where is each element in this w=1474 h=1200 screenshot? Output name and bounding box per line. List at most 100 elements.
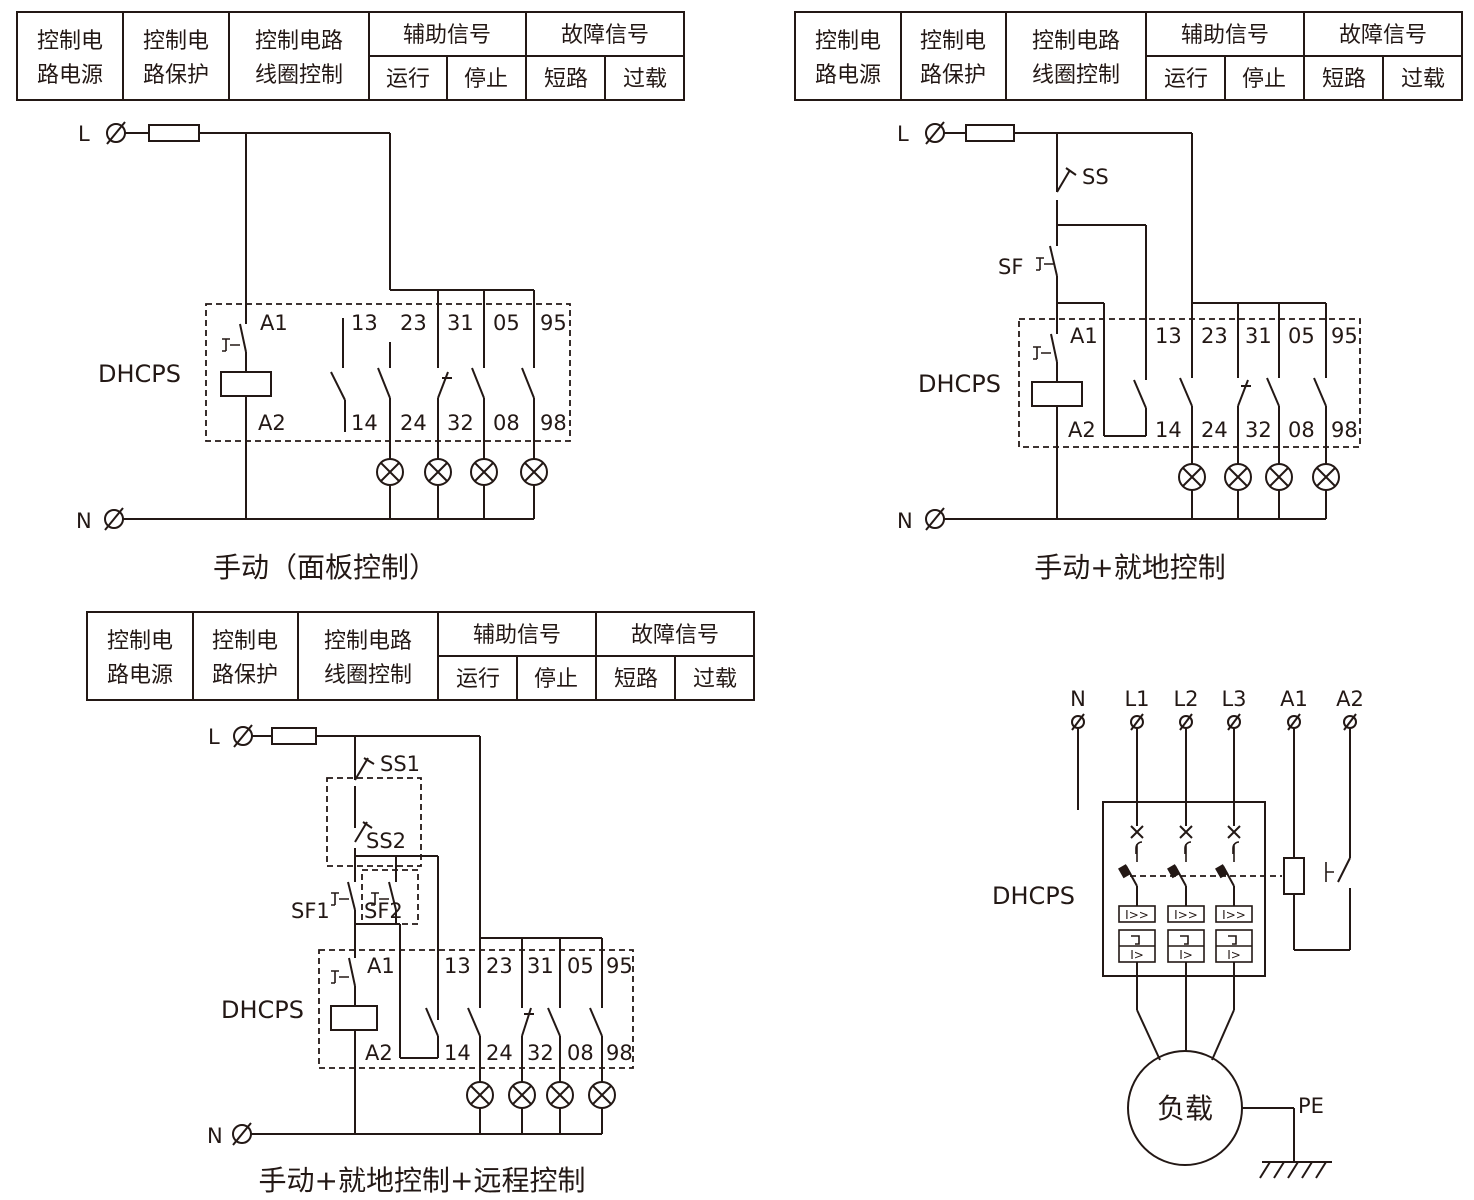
indicator-lamps bbox=[376, 458, 548, 519]
terminal-L3: L3 bbox=[1221, 687, 1246, 711]
manual-button-icon bbox=[222, 338, 240, 352]
header-col2-line2: 路保护 bbox=[920, 63, 986, 88]
header-overload: 过载 bbox=[693, 667, 737, 692]
terminal-A2: A2 bbox=[365, 1041, 393, 1065]
indicator-lamps bbox=[466, 1081, 616, 1134]
header-col3-line2: 线圈控制 bbox=[1032, 63, 1120, 88]
start-button-icon bbox=[1036, 257, 1054, 271]
terminal-N: N bbox=[76, 509, 92, 533]
terminal-N: N bbox=[207, 1124, 223, 1148]
terminal-05: 05 bbox=[493, 311, 520, 335]
diagram-manual-panel: 控制电 路电源 控制电 路保护 控制电路 线圈控制 辅助信号 故障信号 运行 停… bbox=[16, 11, 685, 584]
header-stop: 停止 bbox=[464, 67, 508, 92]
header-col1-line1: 控制电 bbox=[37, 29, 103, 54]
header-aux: 辅助信号 bbox=[403, 23, 491, 48]
header-col3-line1: 控制电路 bbox=[255, 29, 343, 54]
header-overload: 过载 bbox=[623, 67, 667, 92]
device-label: DHCPS bbox=[992, 882, 1075, 910]
switch-SS: SS bbox=[1082, 165, 1109, 189]
svg-text:I>: I> bbox=[1179, 948, 1193, 962]
terminal-13: 13 bbox=[444, 954, 471, 978]
diagram-main-circuit: N L1 L2 L3 A1 A2 DHCPS bbox=[992, 687, 1364, 1179]
terminal-23: 23 bbox=[1201, 324, 1228, 348]
header-stop: 停止 bbox=[1242, 67, 1286, 92]
switch-SF: SF bbox=[998, 255, 1023, 279]
terminal-98: 98 bbox=[606, 1041, 633, 1065]
header-short: 短路 bbox=[544, 67, 588, 92]
switch-SF1: SF1 bbox=[291, 899, 330, 923]
header-stop: 停止 bbox=[534, 667, 578, 692]
terminal-32: 32 bbox=[527, 1041, 554, 1065]
terminal-95: 95 bbox=[1331, 324, 1358, 348]
coil-icon bbox=[220, 371, 272, 397]
terminal-13: 13 bbox=[351, 311, 378, 335]
main-contacts bbox=[1118, 825, 1282, 906]
svg-text:I>>: I>> bbox=[1125, 908, 1149, 922]
terminal-31: 31 bbox=[447, 311, 474, 335]
device-label: DHCPS bbox=[918, 370, 1001, 398]
remote-box bbox=[326, 777, 422, 867]
header-fault: 故障信号 bbox=[1339, 23, 1427, 48]
header-aux: 辅助信号 bbox=[1181, 23, 1269, 48]
header-col1-line2: 路电源 bbox=[815, 63, 881, 88]
terminal-A2: A2 bbox=[1068, 418, 1096, 442]
svg-text:I>: I> bbox=[1130, 948, 1144, 962]
device-box bbox=[1102, 801, 1266, 977]
fuse-icon bbox=[965, 124, 1015, 142]
terminal-icons bbox=[1071, 713, 1357, 731]
terminal-24: 24 bbox=[400, 411, 427, 435]
header-run: 运行 bbox=[1164, 67, 1208, 92]
terminal-32: 32 bbox=[447, 411, 474, 435]
coil-icon bbox=[1283, 857, 1305, 895]
terminal-14: 14 bbox=[351, 411, 378, 435]
diagram-manual-local-remote: 控制电 路电源 控制电 路保护 控制电路 线圈控制 辅助信号 故障信号 运行 停… bbox=[86, 611, 755, 1197]
header-short: 短路 bbox=[1322, 67, 1366, 92]
caption-manual-panel: 手动（面板控制） bbox=[213, 551, 437, 584]
aux-contact-icon bbox=[1325, 862, 1334, 882]
switch-SS1: SS1 bbox=[380, 752, 420, 776]
diagram-manual-local: 控制电 路电源 控制电 路保护 控制电路 线圈控制 辅助信号 故障信号 运行 停… bbox=[794, 11, 1463, 584]
header-col3-line2: 线圈控制 bbox=[255, 63, 343, 88]
coil-icon bbox=[1031, 381, 1083, 407]
terminal-14: 14 bbox=[444, 1041, 471, 1065]
terminal-95: 95 bbox=[540, 311, 567, 335]
terminal-24: 24 bbox=[1201, 418, 1228, 442]
caption-manual-local-remote: 手动+就地控制+远程控制 bbox=[259, 1164, 586, 1197]
terminal-23: 23 bbox=[486, 954, 513, 978]
start-button-icon bbox=[331, 892, 349, 906]
header-table: 控制电 路电源 控制电 路保护 控制电路 线圈控制 辅助信号 故障信号 运行 停… bbox=[16, 11, 685, 101]
ground-icon bbox=[1259, 1161, 1332, 1179]
terminal-L2: L2 bbox=[1173, 687, 1198, 711]
header-table: 控制电 路电源 控制电 路保护 控制电路 线圈控制 辅助信号 故障信号 运行 停… bbox=[86, 611, 755, 701]
header-col3-line1: 控制电路 bbox=[1032, 29, 1120, 54]
terminal-14: 14 bbox=[1155, 418, 1182, 442]
svg-text:I>>: I>> bbox=[1174, 908, 1198, 922]
protection-blocks: I>> I>> I>> I> I> I> bbox=[1118, 905, 1253, 963]
header-col2-line1: 控制电 bbox=[920, 29, 986, 54]
device-box bbox=[318, 949, 634, 1069]
terminal-24: 24 bbox=[486, 1041, 513, 1065]
terminal-98: 98 bbox=[1331, 418, 1358, 442]
indicator-lamps bbox=[1178, 463, 1340, 519]
terminal-31: 31 bbox=[527, 954, 554, 978]
terminal-32: 32 bbox=[1245, 418, 1272, 442]
terminal-08: 08 bbox=[567, 1041, 594, 1065]
device-label: DHCPS bbox=[98, 360, 181, 388]
switch-SS2: SS2 bbox=[366, 829, 406, 853]
terminal-N: N bbox=[897, 509, 913, 533]
terminal-13: 13 bbox=[1155, 324, 1182, 348]
terminal-N: N bbox=[1070, 687, 1086, 711]
coil-icon bbox=[330, 1005, 378, 1031]
header-col2-line1: 控制电 bbox=[212, 629, 278, 654]
terminal-L: L bbox=[78, 122, 90, 146]
header-run: 运行 bbox=[456, 667, 500, 692]
terminal-08: 08 bbox=[493, 411, 520, 435]
load-label: 负载 bbox=[1157, 1092, 1213, 1125]
terminal-23: 23 bbox=[400, 311, 427, 335]
terminal-98: 98 bbox=[540, 411, 567, 435]
header-col1-line2: 路电源 bbox=[37, 63, 103, 88]
fuse-icon bbox=[148, 124, 200, 142]
header-col2-line2: 路保护 bbox=[212, 663, 278, 688]
terminal-A2: A2 bbox=[1336, 687, 1364, 711]
